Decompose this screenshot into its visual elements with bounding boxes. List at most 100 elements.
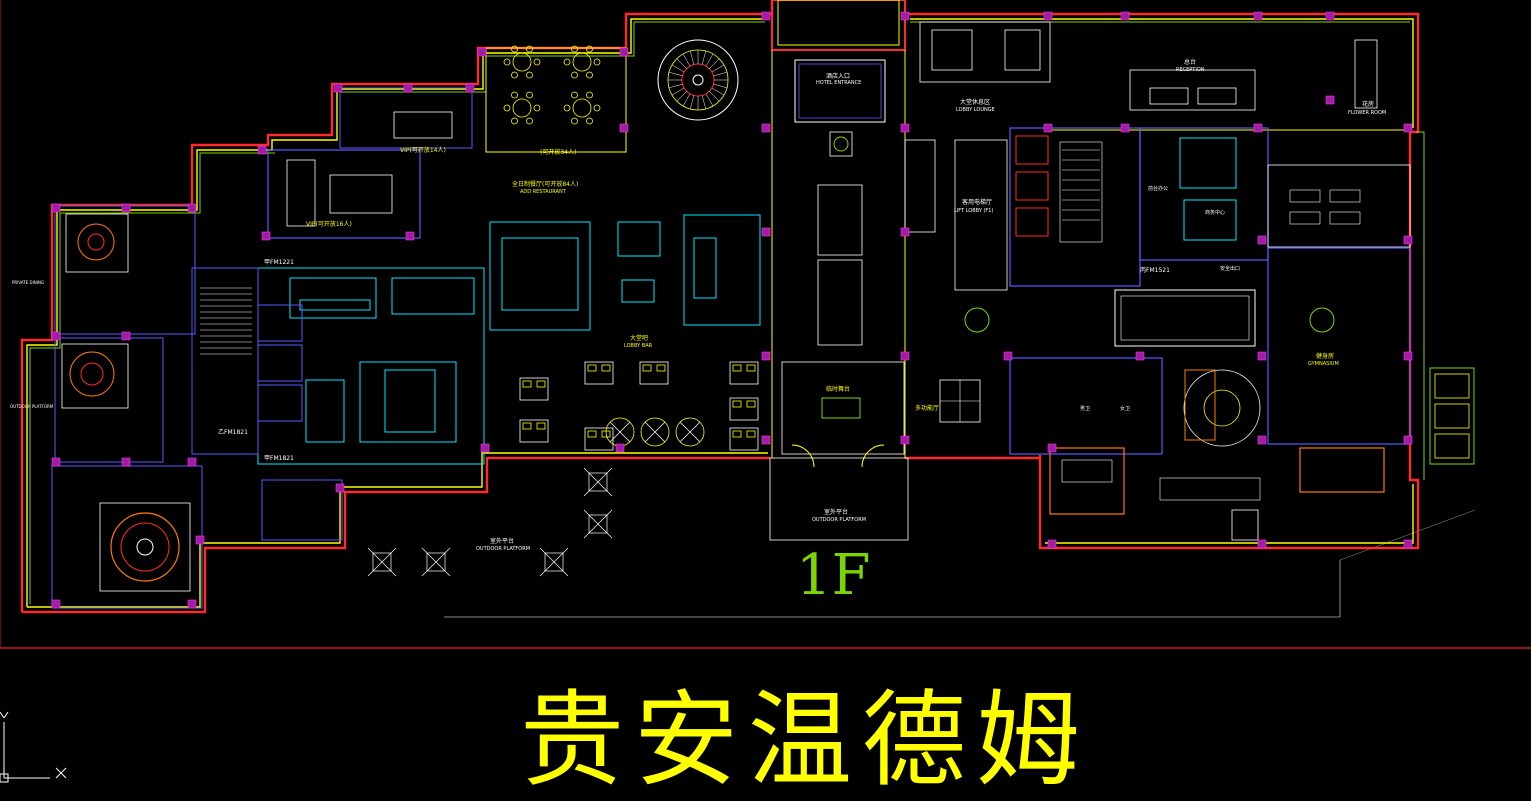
booth-seat	[746, 364, 756, 372]
column	[187, 203, 197, 213]
label-vip-16: VIP(可开放16人)	[306, 220, 352, 228]
rotunda-spoke	[711, 87, 725, 96]
label-outdoor-platform-center-en: OUTDOOR PLATFORM	[812, 517, 866, 523]
booth-seat	[522, 422, 532, 430]
outer-walls	[20, 0, 1420, 614]
label-reception-en: RECEPTION	[1176, 67, 1205, 73]
west-private-dining	[51, 205, 203, 609]
chair	[503, 104, 511, 112]
column	[900, 351, 910, 361]
column	[1047, 443, 1057, 453]
column	[1403, 235, 1413, 245]
label-multi-function: 多功能厅	[915, 404, 939, 412]
booth-seat	[656, 364, 666, 372]
patio-table	[426, 552, 446, 572]
column	[1135, 351, 1145, 361]
booth-table	[519, 419, 549, 443]
label-outdoor-platform-west-en: OUTDOOR PLATFORM	[476, 546, 530, 552]
column	[51, 599, 61, 609]
rotunda-spoke	[671, 87, 685, 96]
column	[1325, 11, 1335, 21]
floor-label: 1F	[796, 543, 871, 608]
label-front-office: 前台办公	[1148, 185, 1168, 192]
rotunda-spoke	[705, 93, 714, 107]
label-flower-room-en: FLOWER ROOM	[1348, 110, 1386, 116]
chair	[533, 104, 541, 112]
label-hotel-entrance-en: HOTEL ENTRANCE	[816, 80, 861, 86]
column	[1403, 539, 1413, 549]
booth-seat	[522, 380, 532, 388]
label-mens-wc: 男卫	[1080, 406, 1090, 412]
label-security: 安全出口	[1220, 265, 1240, 272]
label-lift-lobby: 客用电梯厅	[962, 198, 992, 206]
column	[51, 457, 61, 467]
label-lobby-lounge-en: LOBBY LOUNGE	[956, 107, 995, 113]
column	[195, 535, 205, 545]
booth-seat	[732, 400, 742, 408]
rotunda-spoke	[668, 71, 683, 77]
booth-seat	[642, 364, 652, 372]
patio-chair-line	[583, 509, 613, 539]
column	[619, 123, 629, 133]
booth-seat	[587, 364, 597, 372]
booth-seat	[536, 380, 546, 388]
label-temp-stage: 临时舞台	[826, 385, 850, 393]
rotunda-spoke	[676, 91, 687, 102]
kitchen	[257, 214, 761, 465]
vip-rooms	[267, 47, 627, 239]
label-outdoor-platform-west: 室外平台	[490, 537, 514, 545]
booth-table	[729, 397, 759, 421]
booth-table	[729, 427, 759, 451]
chair	[571, 71, 578, 79]
chair	[533, 58, 541, 66]
round-table	[512, 52, 532, 72]
label-lobby-lounge: 大堂休息区	[960, 98, 990, 106]
column	[1257, 351, 1267, 361]
entrance-block	[769, 0, 909, 541]
patio-table	[588, 472, 608, 492]
chair	[563, 104, 571, 112]
rotunda-spoke	[705, 53, 714, 67]
column	[619, 47, 629, 57]
rotunda-spoke	[701, 50, 707, 65]
column	[1120, 123, 1130, 133]
rotunda-spoke	[671, 64, 685, 73]
column	[1120, 11, 1130, 21]
column	[51, 331, 61, 341]
patio-chair-line	[583, 467, 613, 497]
chair	[586, 117, 593, 125]
rotunda-spoke	[668, 83, 683, 89]
column	[1403, 435, 1413, 445]
chair	[526, 91, 533, 99]
column	[1043, 11, 1053, 21]
column	[900, 11, 910, 21]
rotunda-spoke	[682, 93, 691, 107]
restaurant-booths	[519, 361, 759, 451]
booth-seat	[746, 400, 756, 408]
column	[761, 123, 771, 133]
chair	[571, 117, 578, 125]
patio-table	[372, 552, 392, 572]
service-core	[191, 267, 343, 541]
label-add-restaurant: ADD RESTAURANT	[520, 189, 567, 195]
column	[187, 599, 197, 609]
rotunda-spoke	[713, 71, 728, 77]
rotunda-spoke	[682, 53, 691, 67]
label-hotel-entrance: 酒店入口	[826, 72, 850, 80]
patio-table	[544, 552, 564, 572]
chair	[571, 45, 578, 53]
booth-seat	[732, 364, 742, 372]
label-private-dining: PRIVATE DINING	[12, 280, 44, 285]
booth-seat	[587, 430, 597, 438]
column	[1403, 123, 1413, 133]
green-edge	[29, 21, 1425, 604]
column	[615, 443, 625, 453]
label-flower-room: 花房	[1362, 100, 1374, 108]
column	[477, 47, 487, 57]
label-door-zfm1821: 乙FM1821	[218, 429, 248, 436]
booth-seat	[746, 430, 756, 438]
chair	[511, 71, 518, 79]
cafe-table-cross	[679, 421, 701, 443]
column	[405, 231, 415, 241]
chair	[593, 104, 601, 112]
